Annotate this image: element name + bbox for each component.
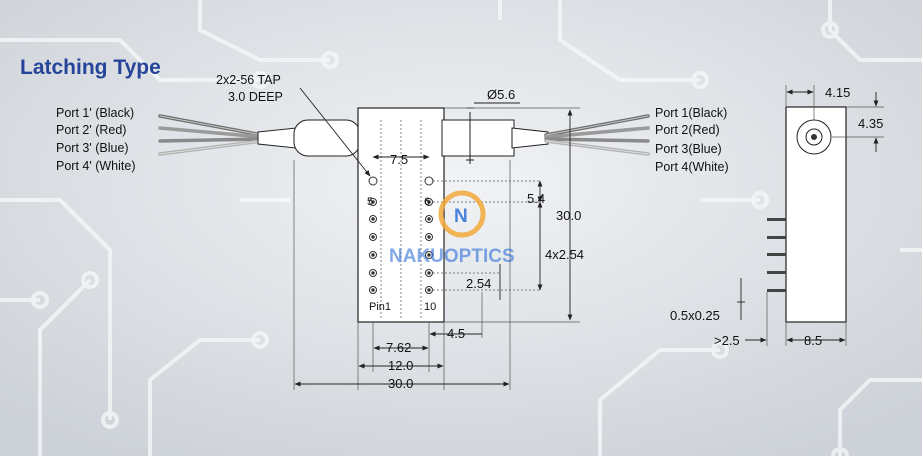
- side-view-body: [785, 106, 847, 323]
- dim-4-35: 4.35: [858, 116, 883, 131]
- tap-leader-line: [299, 87, 371, 177]
- left-fibers: [158, 114, 264, 156]
- dim-body-length-vertical: 30.0: [556, 208, 581, 223]
- right-port-label-4: Port 4(White): [655, 160, 729, 174]
- left-port-label-4: Port 4' (White): [56, 159, 136, 173]
- pin-label-5: 5: [367, 196, 373, 208]
- dim-4-15: 4.15: [825, 85, 850, 100]
- left-port-label-3: Port 3' (Blue): [56, 141, 129, 155]
- dim-2-54: 2.54: [466, 276, 491, 291]
- dim-pin-length: >2.5: [714, 333, 740, 348]
- dim-pin-pitch-x: 7.5: [390, 152, 408, 167]
- right-port-label-2: Port 2(Red): [655, 123, 720, 137]
- right-fibers: [544, 114, 650, 156]
- right-port-label-3: Port 3(Blue): [655, 142, 722, 156]
- tap-label-line1: 2x2-56 TAP: [216, 73, 281, 87]
- side-view-port-core: [811, 134, 817, 140]
- dim-body-width: 12.0: [388, 358, 413, 373]
- dim-4-5: 4.5: [447, 326, 465, 341]
- dim-tube-diameter: Ø5.6: [487, 87, 515, 102]
- dim-pin-size: 0.5x0.25: [670, 308, 720, 323]
- pin-column-left: [368, 176, 378, 294]
- right-tube: [441, 119, 515, 157]
- dim-4x2-54: 4x2.54: [545, 247, 584, 262]
- left-port-label-1: Port 1' (Black): [56, 106, 134, 120]
- watermark-text: NAKUOPTICS: [389, 246, 515, 267]
- left-port-label-2: Port 2' (Red): [56, 123, 126, 137]
- right-boot: [511, 127, 549, 149]
- left-port-labels: Port 1' (Black) Port 2' (Red) Port 3' (B…: [56, 106, 136, 173]
- right-port-labels: Port 1(Black) Port 2(Red) Port 3(Blue) P…: [655, 106, 729, 174]
- left-boot: [257, 127, 297, 149]
- pin-centerlines: [380, 120, 422, 320]
- watermark-logo: N: [438, 190, 486, 238]
- pin-label-10: 10: [424, 301, 436, 313]
- dim-total-length: 30.0: [388, 376, 413, 391]
- tap-label-line2: 3.0 DEEP: [228, 90, 283, 104]
- right-port-label-1: Port 1(Black): [655, 106, 727, 120]
- watermark-letter: N: [454, 206, 468, 227]
- page-title: Latching Type: [20, 56, 161, 79]
- dim-5-4: 5.4: [527, 191, 545, 206]
- pin-label-pin1: Pin1: [369, 301, 391, 313]
- dim-7-62: 7.62: [386, 340, 411, 355]
- dim-side-width: 8.5: [804, 333, 822, 348]
- side-view-pins: [767, 218, 786, 292]
- pin-leader-lines: [433, 180, 540, 291]
- pin-label-6: 6: [424, 196, 430, 208]
